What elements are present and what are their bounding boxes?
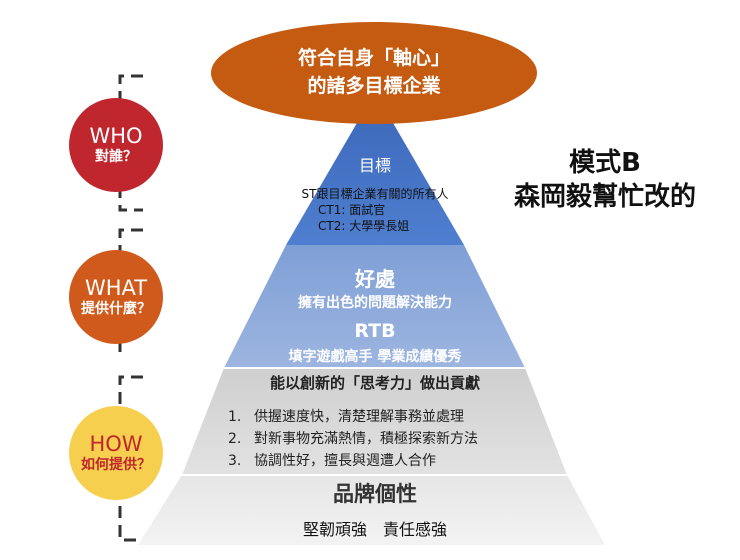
tier-ability-shape: [182, 368, 567, 475]
who-title: WHO: [89, 124, 143, 148]
list-text: 對新事物充滿熱情，積極探索新方法: [254, 431, 478, 447]
tier-target-shape: [286, 92, 464, 245]
side-title-line-1: 模式B: [569, 148, 641, 178]
how-title: HOW: [89, 432, 143, 456]
how-circle: HOW 如何提供？: [69, 406, 163, 500]
tier-target-ct2: CT2: 大學學長姐: [318, 219, 410, 233]
top-ellipse-shape: [211, 22, 537, 124]
tier-benefit-shape: [224, 245, 525, 368]
tier-brand-title: 品牌個性: [333, 482, 417, 506]
side-title-line-2: 森岡毅幫忙改的: [513, 182, 696, 212]
top-ellipse-text: 符合自身「軸心」 的諸多目標企業: [254, 44, 494, 100]
tier-ability-list: 1. 供握速度快，清楚理解事務並處理 2. 對新事物充滿熱情，積極探索新方法 3. 協…: [228, 406, 478, 472]
list-number: 2.: [228, 431, 242, 447]
tier-brand-traits: 堅韌頑強 責任感強: [302, 520, 447, 539]
tier-benefit-title: 好處: [355, 267, 395, 291]
tier-target-title: 目標: [358, 156, 391, 175]
side-title: 模式B 森岡毅幫忙改的: [490, 146, 720, 214]
what-circle: WHAT 提供什麼？: [69, 250, 163, 344]
list-item: 2. 對新事物充滿熱情，積極探索新方法: [228, 428, 478, 450]
tier-benefit-text: 擁有出色的問題解決能力: [298, 295, 452, 311]
list-text: 協調性好，擅長與週遭人合作: [254, 453, 436, 469]
how-subtitle: 如何提供？: [81, 457, 151, 473]
list-item: 1. 供握速度快，清楚理解事務並處理: [228, 406, 478, 428]
ellipse-line-2: 的諸多目標企業: [307, 75, 441, 97]
tier-target-ct1: CT1: 面試官: [318, 203, 386, 217]
list-number: 1.: [228, 409, 242, 425]
who-circle: WHO 對誰？: [69, 98, 163, 192]
tier-target-st: ST跟目標企業有關的所有人: [301, 187, 449, 201]
list-item: 3. 協調性好，擅長與週遭人合作: [228, 450, 478, 472]
what-subtitle: 提供什麼？: [81, 301, 151, 317]
tier-benefit-rtb-title: RTB: [354, 320, 396, 342]
ellipse-line-1: 符合自身「軸心」: [297, 47, 450, 69]
tier-ability-title: 能以創新的「思考力」做出貢獻: [269, 374, 480, 392]
list-text: 供握速度快，清楚理解事務並處理: [254, 409, 464, 425]
who-subtitle: 對誰？: [95, 149, 137, 165]
what-title: WHAT: [84, 276, 148, 300]
list-number: 3.: [228, 453, 242, 469]
tier-brand-shape: [138, 475, 605, 545]
tier-benefit-rtb-text: 填字遊戲高手 學業成績優秀: [288, 349, 462, 365]
